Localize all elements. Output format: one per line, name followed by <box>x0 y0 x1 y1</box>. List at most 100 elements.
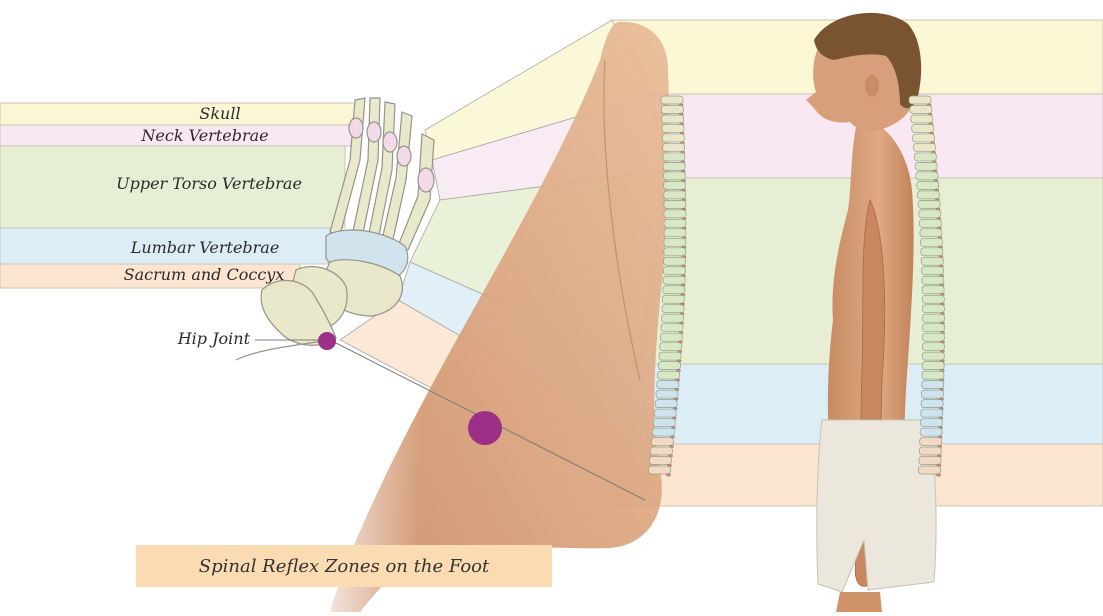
vertebra <box>660 333 682 341</box>
vertebra <box>913 143 935 151</box>
vertebra <box>664 257 686 265</box>
vertebra <box>919 219 941 227</box>
vertebra <box>660 343 682 351</box>
vertebra <box>921 409 943 417</box>
vertebra <box>662 124 684 132</box>
vertebra <box>923 333 945 341</box>
caption-text: Spinal Reflex Zones on the Foot <box>199 556 489 577</box>
vertebra <box>664 191 686 199</box>
vertebra <box>664 200 686 208</box>
vertebra <box>664 210 686 218</box>
man-legs <box>836 592 882 612</box>
vertebra <box>663 267 685 275</box>
vertebra-disc <box>936 473 941 476</box>
vertebra <box>649 457 671 465</box>
toe-joint-3 <box>383 132 397 152</box>
vertebra <box>656 390 678 398</box>
label-neck-vertebrae: Neck Vertebrae <box>120 126 290 145</box>
vertebra <box>922 362 944 370</box>
vertebra <box>920 419 942 427</box>
vertebra <box>916 172 938 180</box>
vertebra <box>658 371 680 379</box>
man-ear <box>865 75 879 97</box>
vertebra <box>659 352 681 360</box>
vertebra <box>922 352 944 360</box>
vertebra <box>919 466 941 474</box>
vertebra <box>663 276 685 284</box>
label-hip-joint: Hip Joint <box>150 329 250 348</box>
vertebra <box>910 105 932 113</box>
vertebra <box>664 238 686 246</box>
vertebra <box>652 428 674 436</box>
vertebra <box>662 115 684 123</box>
hip-reflex-spot-foot <box>468 411 502 445</box>
vertebra <box>662 314 684 322</box>
label-skull: Skull <box>150 104 290 123</box>
vertebra <box>920 428 942 436</box>
vertebra <box>923 314 945 322</box>
toe-joint-5 <box>418 168 434 192</box>
vertebra <box>658 362 680 370</box>
vertebra <box>912 124 934 132</box>
vertebra <box>663 172 685 180</box>
vertebra-disc <box>666 473 671 476</box>
vertebra <box>922 276 944 284</box>
vertebra <box>921 400 943 408</box>
vertebra <box>917 191 939 199</box>
vertebra <box>663 153 685 161</box>
vertebra <box>655 400 677 408</box>
vertebra <box>663 162 685 170</box>
vertebra <box>922 305 944 313</box>
vertebra <box>919 447 941 455</box>
vertebra <box>653 419 675 427</box>
label-upper-torso-vertebrae: Upper Torso Vertebrae <box>104 174 314 193</box>
vertebra <box>915 162 937 170</box>
vertebra <box>661 105 683 113</box>
vertebra <box>922 371 944 379</box>
toe-joint-2 <box>367 122 381 142</box>
vertebra <box>919 457 941 465</box>
vertebra <box>911 115 933 123</box>
toe-joint-4 <box>397 146 411 166</box>
vertebra <box>662 134 684 142</box>
vertebra <box>920 229 942 237</box>
label-lumbar-vertebrae: Lumbar Vertebrae <box>110 238 300 257</box>
vertebra <box>662 305 684 313</box>
vertebra <box>921 390 943 398</box>
vertebra <box>921 248 943 256</box>
vertebra <box>664 248 686 256</box>
vertebra <box>922 343 944 351</box>
vertebra <box>651 438 673 446</box>
vertebra <box>922 267 944 275</box>
vertebra <box>657 381 679 389</box>
vertebra <box>663 286 685 294</box>
vertebra <box>661 324 683 332</box>
toe-joint-1 <box>349 118 363 138</box>
vertebra <box>662 295 684 303</box>
vertebra <box>922 295 944 303</box>
vertebra <box>914 153 936 161</box>
vertebra <box>909 96 931 104</box>
vertebra <box>649 466 671 474</box>
vertebra <box>654 409 676 417</box>
vertebra <box>664 219 686 227</box>
vertebra <box>917 181 939 189</box>
vertebra <box>922 381 944 389</box>
vertebra <box>663 143 685 151</box>
vertebra <box>921 257 943 265</box>
vertebra <box>661 96 683 104</box>
vertebra <box>918 200 940 208</box>
vertebra <box>913 134 935 142</box>
vertebra <box>650 447 672 455</box>
vertebra <box>919 210 941 218</box>
vertebra <box>922 286 944 294</box>
vertebra <box>664 181 686 189</box>
vertebra <box>920 238 942 246</box>
vertebra <box>923 324 945 332</box>
hip-joint-point <box>318 332 336 350</box>
diagram-caption: Spinal Reflex Zones on the Foot <box>136 545 552 587</box>
label-sacrum-and-coccyx: Sacrum and Coccyx <box>104 265 304 284</box>
man-shorts <box>817 420 936 592</box>
